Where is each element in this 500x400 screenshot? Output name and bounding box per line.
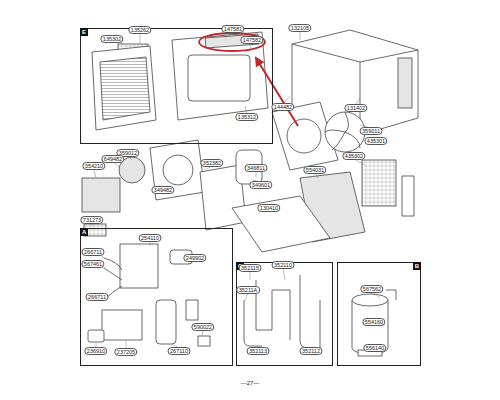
evaporator <box>82 178 120 212</box>
control-board <box>120 244 158 288</box>
callout-number: 236910 <box>84 347 107 355</box>
callout-number: 349482 <box>151 186 174 194</box>
callout-number: 354210 <box>82 162 105 170</box>
callout-number: 435301 <box>364 137 387 145</box>
callout-number: 266711 <box>86 293 109 301</box>
callout-number: 349601 <box>249 181 272 189</box>
callout-number: 567562 <box>360 285 383 293</box>
callout-number: 144482 <box>271 103 294 111</box>
callout-number: 567461 <box>81 260 104 268</box>
callout-number: 352382 <box>200 159 223 167</box>
callout-number: 254110 <box>139 234 162 242</box>
compressor <box>352 300 388 354</box>
page-number: —27— <box>239 380 261 386</box>
callout-number: 352113 <box>247 347 270 355</box>
callout-number: 346811 <box>245 164 268 172</box>
display-panel <box>102 310 142 340</box>
callout-number: 147582 <box>240 36 263 44</box>
callout-number: 352115 <box>239 264 262 272</box>
section-letter: E <box>80 28 88 36</box>
section-letter: A <box>80 228 88 236</box>
callout-number: 556140 <box>363 344 386 352</box>
highlight-ellipse <box>199 33 265 51</box>
callout-number: 130410 <box>257 204 280 212</box>
callout-number: 135262 <box>128 26 151 34</box>
callout-number: 554160 <box>362 318 385 326</box>
capacitor <box>156 300 176 344</box>
callout-number: 590022 <box>191 323 214 331</box>
front-frame <box>172 32 268 120</box>
callout-number: 554031 <box>303 166 326 174</box>
callout-number: 266711 <box>82 248 105 256</box>
blower-housing <box>150 140 205 200</box>
callout-number: 135302 <box>100 35 123 43</box>
base-pan <box>232 196 330 252</box>
callout-number: 352112 <box>300 347 323 355</box>
callout-number: 249902 <box>183 254 206 262</box>
callout-number: 649482 <box>101 155 124 163</box>
section-frame: E <box>80 28 273 144</box>
callout-number: 435302 <box>342 152 365 160</box>
callout-number: 352110 <box>272 261 295 269</box>
callout-number: 267110 <box>168 347 191 355</box>
callout-number: 237205 <box>114 348 137 356</box>
callout-number: 35211A <box>236 286 260 294</box>
callout-number: 131402 <box>344 104 367 112</box>
callout-number: 135312 <box>235 113 258 121</box>
callout-number: 147581 <box>221 25 244 33</box>
front-grille <box>92 46 156 130</box>
callout-number: 359011 <box>360 127 383 135</box>
section-letter: B <box>413 262 421 270</box>
callout-number: 132105 <box>288 24 311 32</box>
pointer-arrow <box>256 58 298 126</box>
callout-number: 731273 <box>80 216 103 224</box>
